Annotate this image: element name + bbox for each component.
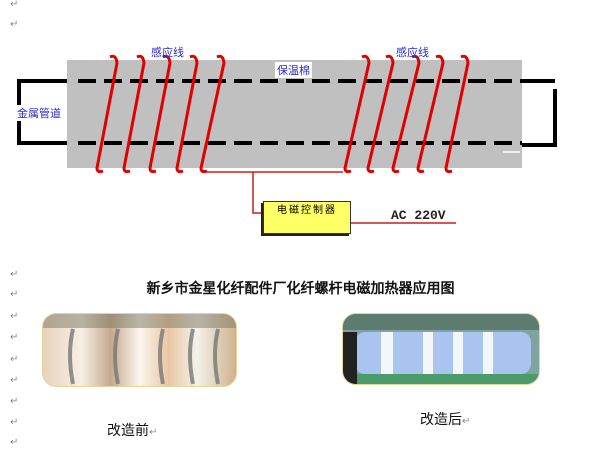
paragraph-mark: ↵ [10, 354, 19, 365]
photo-after-detail [343, 314, 539, 384]
diagram-graphics [17, 54, 557, 224]
paragraph-mark: ↵ [10, 269, 19, 280]
power-supply-label: AC 220V [391, 208, 446, 223]
paragraph-mark: ↵ [10, 375, 19, 386]
controller-label: 电磁控制器 [277, 205, 337, 216]
insulation-label: 保温棉 [275, 62, 312, 78]
pipe-label: 金属管道 [17, 105, 61, 121]
paragraph-mark: ↵ [149, 427, 158, 438]
paragraph-mark: ↵ [10, 332, 19, 343]
paragraph-mark: ↵ [10, 417, 19, 428]
insulation-block [67, 60, 522, 168]
control-wiring [207, 171, 456, 224]
paragraph-mark: ↵ [462, 416, 471, 427]
coil-label-right: 感应线 [396, 46, 429, 59]
photo-after [342, 313, 540, 385]
figure-title: 新乡市金星化纤配件厂化纤螺杆电磁加热器应用图 [146, 281, 455, 297]
caption-before: 改造前↵ [107, 420, 157, 440]
caption-before-text: 改造前 [107, 423, 149, 439]
photo-before [42, 313, 237, 387]
coil-right [343, 54, 470, 174]
caption-after-text: 改造后 [420, 412, 462, 428]
paragraph-mark: ↵ [10, 311, 19, 322]
paragraph-mark: ↵ [10, 0, 19, 10]
coil-left [95, 54, 226, 174]
caption-after: 改造后↵ [420, 409, 470, 429]
coil-label-left: 感应线 [151, 46, 184, 59]
photo-before-detail [43, 314, 236, 385]
paragraph-mark: ↵ [10, 19, 19, 30]
paragraph-mark: ↵ [10, 437, 19, 448]
paragraph-mark: ↵ [10, 396, 19, 407]
pipe-right-end [522, 79, 557, 147]
paragraph-mark: ↵ [10, 289, 19, 300]
electromagnetic-controller: 电磁控制器 [263, 201, 351, 234]
